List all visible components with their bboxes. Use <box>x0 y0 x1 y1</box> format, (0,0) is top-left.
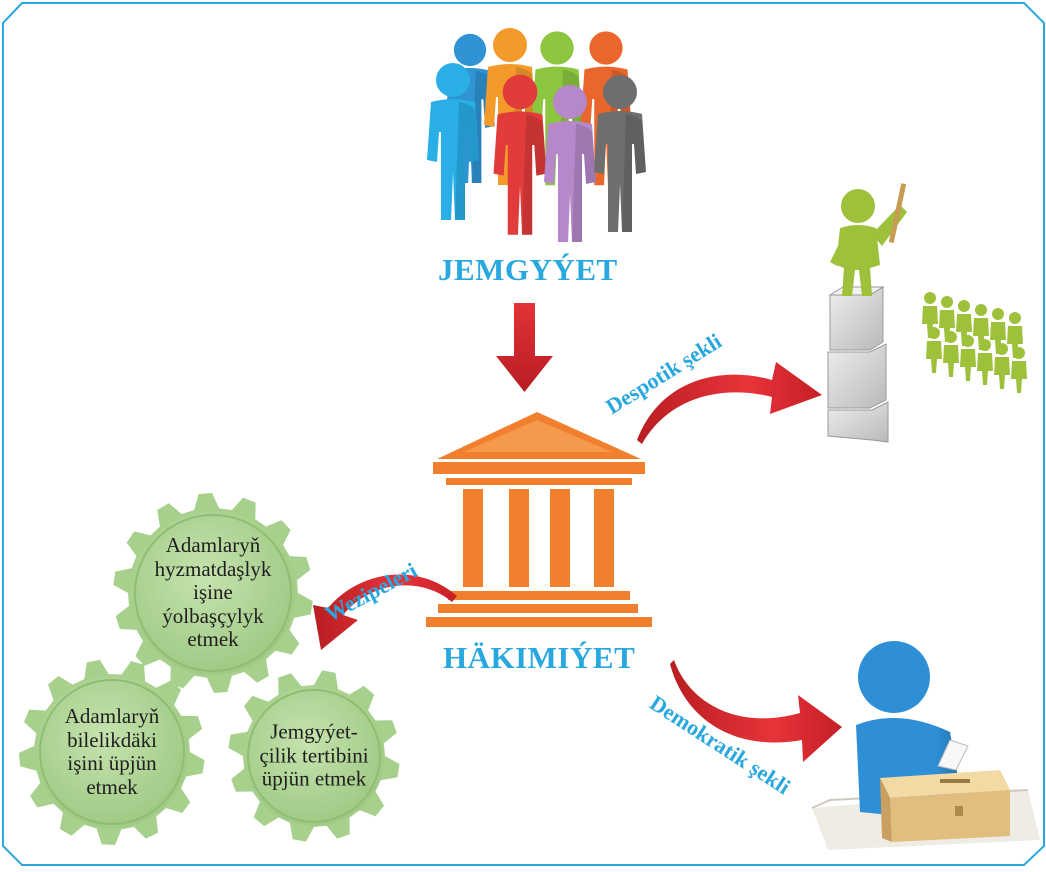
government-building-icon <box>426 412 652 627</box>
society-people-icon <box>427 28 646 242</box>
crowd-person-icon <box>943 331 959 377</box>
crowd-person-icon <box>990 308 1006 354</box>
person-icon <box>544 85 596 242</box>
gear-icon <box>19 659 205 845</box>
crowd-icon <box>922 292 1027 393</box>
voter-ballot-icon <box>811 641 1040 850</box>
democratic-arrow-icon <box>670 660 842 762</box>
society-label: JEMGYÝET <box>438 252 618 287</box>
crowd-person-icon <box>939 296 955 342</box>
gear-text-social-order: Jemgyýet- çilik tertibini üpjün etmek <box>259 719 369 791</box>
gears-group <box>19 493 400 845</box>
gear-text-joint-work: Adamlaryň bilelikdäki işini üpjün etmek <box>64 703 160 799</box>
gear-icon <box>228 670 400 842</box>
despotic-arrow-icon <box>637 362 822 444</box>
power-label: HÄKIMIÝET <box>443 640 636 675</box>
gear-text-cooperation: Adamlaryň hyzmatdaşlyk işine ýolbaşçylyk… <box>154 533 272 652</box>
crowd-person-icon <box>1007 312 1023 358</box>
person-icon <box>427 63 479 220</box>
person-icon <box>493 74 547 235</box>
crowd-person-icon <box>960 335 976 381</box>
person-icon <box>594 75 646 232</box>
crowd-person-icon <box>922 292 938 338</box>
crowd-person-icon <box>956 300 972 346</box>
despot-on-blocks-icon <box>827 183 907 443</box>
crowd-person-icon <box>977 339 993 385</box>
crowd-person-icon <box>1011 347 1027 393</box>
gear-icon <box>113 493 313 693</box>
crowd-person-icon <box>994 343 1010 389</box>
crowd-person-icon <box>926 327 942 373</box>
crowd-person-icon <box>973 304 989 350</box>
functions-arrow-icon <box>313 574 457 650</box>
down-arrow-icon <box>496 303 553 392</box>
